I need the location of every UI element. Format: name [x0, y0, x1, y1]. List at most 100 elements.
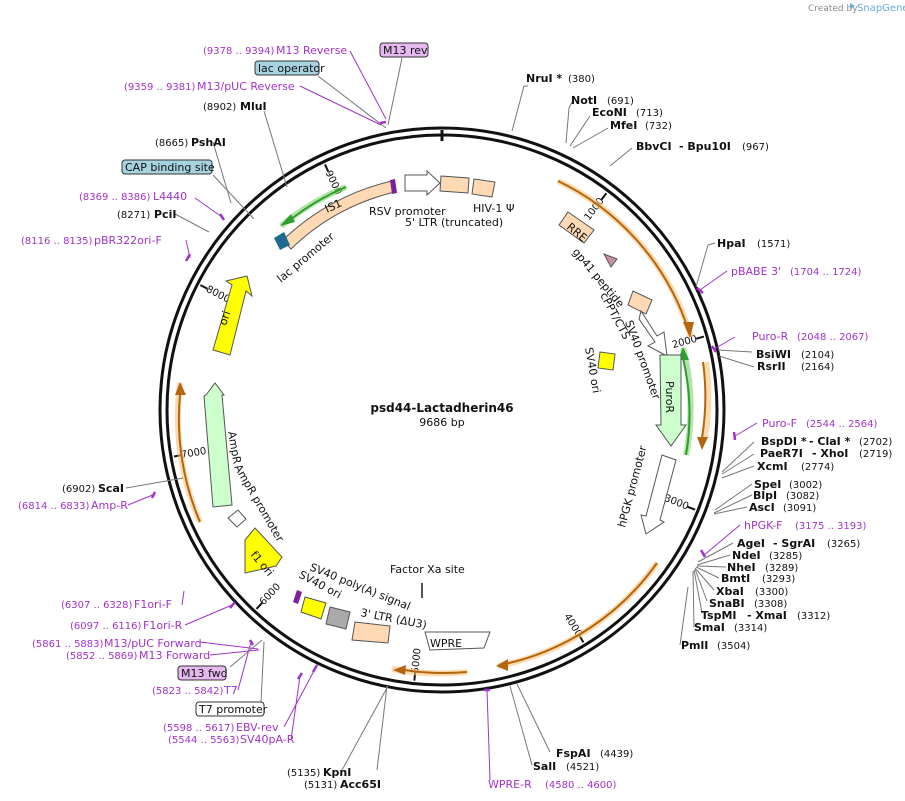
enzyme-pmli-pos: (3504)	[717, 641, 750, 652]
box-lacop-label: lac operator	[258, 62, 325, 75]
sv40-ori-2-shape	[300, 596, 327, 620]
primer-m13rev-range: (9378 .. 9394)	[203, 46, 275, 57]
boxed-features: M13 rev lac operator CAP binding site M1…	[121, 42, 429, 717]
enzyme-acc65i: Acc65I	[340, 778, 381, 791]
primer-l4440: L4440	[153, 190, 187, 203]
tick-label-5: 6000	[258, 582, 283, 608]
enzyme-spei-pos: (3002)	[789, 480, 822, 491]
enzyme-fspai-pos: (4439)	[600, 749, 633, 760]
enzyme-xcmi-pos: (2774)	[801, 462, 834, 473]
leader-lines	[125, 85, 755, 773]
primer-l4440-range: (8369 .. 8386)	[79, 192, 151, 203]
sv40-ori-shape	[597, 351, 616, 371]
tick-label-6: 7000	[180, 446, 207, 461]
tick-mark-7	[199, 284, 208, 290]
enzyme-xbai: XbaI	[716, 585, 744, 598]
feature-label-gp41: gp41 peptide	[570, 246, 627, 311]
enzyme-blpi: BlpI	[753, 489, 777, 502]
enzyme-bmti-pos: (3293)	[762, 574, 795, 585]
sv40-polya-shape	[325, 606, 351, 630]
orf-arrow-1-head	[683, 322, 694, 338]
box-lacop	[254, 60, 320, 76]
primer-puror: Puro-R	[752, 330, 789, 343]
primer-puror-range: (2048 .. 2067)	[797, 332, 869, 343]
enzyme-hpai-pos: (1571)	[757, 239, 790, 250]
primer-wprer: WPRE-R	[488, 778, 532, 791]
primer-hpgkf-range: (3175 .. 3193)	[795, 521, 867, 532]
orf-arrow-2-head	[697, 437, 708, 450]
credit-prefix: Created by	[808, 4, 858, 14]
primer-pbabe3: pBABE 3'	[731, 265, 781, 278]
enzyme-fspai: FspAI	[556, 747, 591, 760]
f1-ori-shape	[244, 527, 283, 574]
enzyme-scai: ScaI	[98, 482, 124, 495]
plasmid-name: psd44-Lactadherin46	[370, 401, 513, 415]
primer-ticks	[150, 120, 737, 692]
ltr-3-shape	[351, 621, 391, 644]
enzyme-agei: AgeI	[737, 537, 765, 550]
enzyme-econi: EcoNI	[592, 106, 627, 119]
enzyme-clai: - ClaI *	[809, 435, 851, 448]
enzyme-bsiwi-pos: (2104)	[801, 350, 834, 361]
enzyme-xbai-pos: (3300)	[755, 587, 788, 598]
rsv-promoter-shape	[404, 169, 441, 197]
orf-arrow-7	[682, 357, 691, 456]
primer-t7: T7	[223, 684, 238, 697]
orf-arcs	[174, 178, 712, 677]
enzyme-xcmi: XcmI	[757, 460, 788, 473]
cppt-shape	[627, 290, 653, 315]
credit-brand: SnapGene	[857, 3, 905, 14]
primer-sv40par-range: (5544 .. 5563)	[168, 735, 240, 746]
enzyme-rsrii-pos: (2164)	[801, 362, 834, 373]
enzyme-bsiwi: BsiWI	[756, 348, 791, 361]
tick-mark-2	[687, 505, 696, 511]
primer-ampr-range: (6814 .. 6833)	[18, 501, 90, 512]
feature-label-hiv: HIV-1 Ψ	[473, 202, 515, 215]
primer-hpgkf: hPGK-F	[744, 519, 782, 532]
primer-labels: pBABE 3' (1704 .. 1724) Puro-R (2048 .. …	[18, 44, 878, 791]
ampr-promoter-shape	[227, 509, 247, 528]
box-t7p	[195, 701, 265, 717]
enzyme-tspmi-pos: (3312)	[797, 611, 830, 622]
enzyme-smai: SmaI	[694, 621, 725, 634]
primer-m13fwd-range: (5852 .. 5869)	[66, 651, 138, 662]
enzyme-asci-pos: (3091)	[783, 503, 816, 514]
primer-m13rev: M13 Reverse	[276, 44, 347, 57]
box-cap	[121, 159, 213, 175]
primer-m13pucfwd-range: (5861 .. 5883)	[32, 639, 104, 650]
enzyme-mfei-pos: (732)	[645, 121, 672, 132]
primer-ampr: Amp-R	[91, 499, 128, 512]
primer-ebvrev: EBV-rev	[236, 721, 279, 734]
enzyme-bbvci-pos: (967)	[742, 142, 769, 153]
primer-f1orif: F1ori-F	[134, 598, 172, 611]
primer-m13pucfwd: M13/pUC Forward	[104, 637, 202, 650]
boxed-feature-lines	[212, 57, 403, 703]
box-m13fwd	[177, 665, 227, 681]
enzyme-ndei: NdeI	[732, 549, 761, 562]
feature-label-puror: PuroR	[663, 381, 676, 413]
primer-ebvrev-range: (5598 .. 5617)	[163, 723, 235, 734]
wpre-shape	[424, 631, 491, 651]
orf-arrow-5-head	[175, 382, 186, 395]
tick-mark-0	[600, 192, 608, 201]
hpgk-promoter-shape	[640, 454, 677, 535]
box-cap-label: CAP binding site	[125, 161, 215, 174]
sv40-promoter-shape	[638, 309, 668, 357]
enzyme-ndei-pos: (3285)	[769, 551, 802, 562]
enzyme-nhei-pos: (3289)	[765, 563, 798, 574]
primer-pbr322-range: (8116 .. 8135)	[21, 236, 93, 247]
enzyme-acc65i-pos: (5131)	[304, 780, 337, 791]
rre-shape	[558, 211, 595, 244]
enzyme-hpai: HpaI	[717, 237, 746, 250]
enzyme-xhoi: - XhoI	[812, 447, 848, 460]
enzyme-bmti: BmtI	[721, 572, 750, 585]
ltr-5-shape	[439, 175, 470, 194]
enzyme-bspdi-pos: (2702)	[859, 437, 892, 448]
ori-shape	[212, 275, 253, 356]
tick-mark-1	[695, 335, 705, 340]
primer-wprer-range: (4580 .. 4600)	[545, 780, 617, 791]
primer-m13pucrev-range: (9359 .. 9381)	[124, 82, 196, 93]
enzyme-sgrai: - SgrAI	[773, 537, 815, 550]
enzyme-spei: SpeI	[754, 478, 781, 491]
plasmid-size: 9686 bp	[419, 416, 464, 429]
